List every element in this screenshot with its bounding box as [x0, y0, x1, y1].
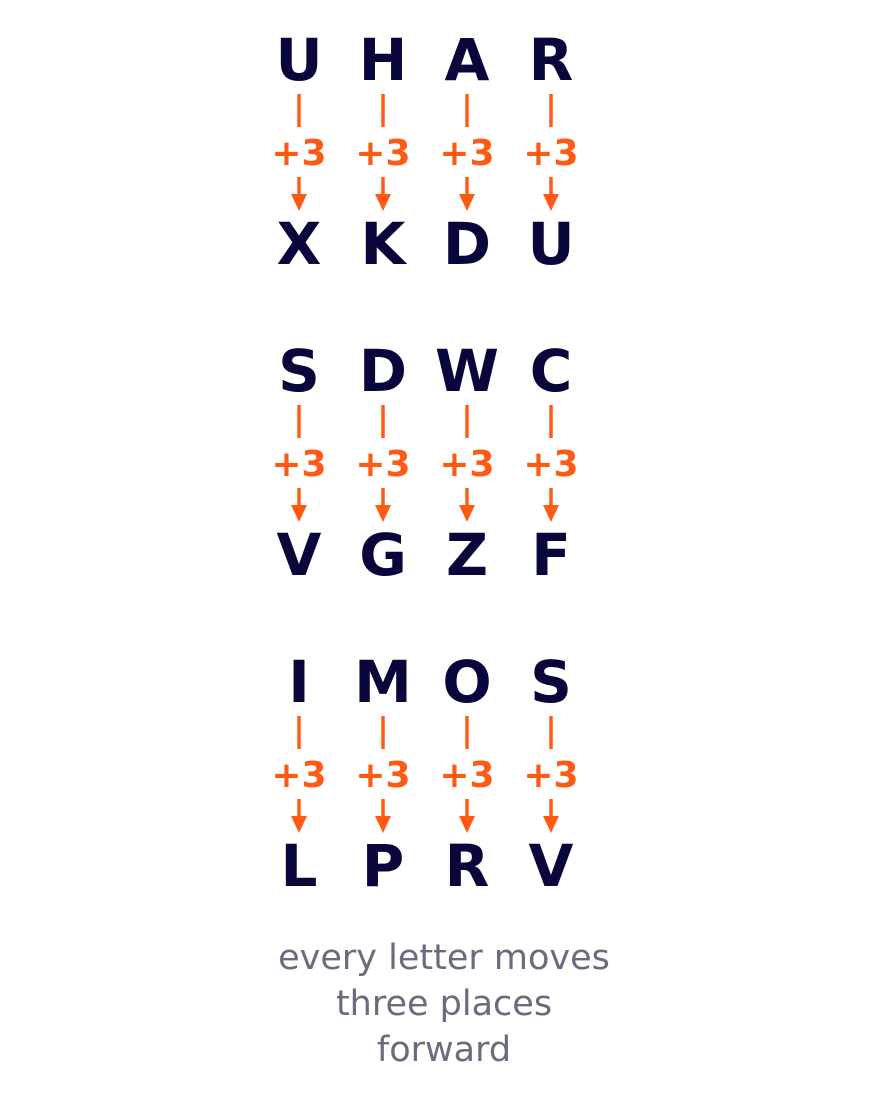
arrow-down-icon	[291, 816, 307, 833]
cipher-group-1: U+3XH+3KA+3DR+3U	[271, 26, 578, 278]
shift-label: +3	[355, 133, 410, 174]
arrow-down-icon	[375, 505, 391, 522]
plain-letter: O	[442, 648, 491, 716]
arrow-down-icon	[375, 816, 391, 833]
shift-label: +3	[439, 755, 494, 796]
arrow-down-icon	[543, 194, 559, 211]
arrow-down-icon	[375, 194, 391, 211]
cipher-letter: Z	[446, 521, 488, 589]
cipher-letter: U	[527, 210, 574, 278]
plain-letter: D	[359, 337, 407, 405]
plain-letter: M	[354, 648, 412, 716]
cipher-letter: D	[443, 210, 491, 278]
arrow-down-icon	[459, 194, 475, 211]
caption-line-2: three places	[335, 984, 553, 1024]
plain-letter: U	[275, 26, 322, 94]
cipher-group-3: I +3L M +3P O +3R S +3V	[271, 648, 578, 900]
plain-letter: R	[529, 26, 574, 94]
arrow-down-icon	[459, 816, 475, 833]
plain-letter: I	[288, 648, 310, 716]
arrow-down-icon	[291, 194, 307, 211]
shift-label: +3	[523, 133, 578, 174]
arrow-down-icon	[543, 816, 559, 833]
cipher-group-2: S +3V D +3G W +3Z C +3F	[271, 337, 578, 589]
shift-label: +3	[355, 444, 410, 485]
plain-letter: S	[530, 648, 572, 716]
shift-label: +3	[439, 133, 494, 174]
cipher-letter: F	[531, 521, 571, 589]
cipher-letter: V	[277, 521, 322, 589]
caption-line-3: forward	[376, 1030, 512, 1070]
arrow-down-icon	[543, 505, 559, 522]
plain-letter: S	[278, 337, 320, 405]
plain-letter: A	[445, 26, 490, 94]
cipher-letter: V	[529, 832, 574, 900]
arrow-down-icon	[459, 505, 475, 522]
shift-label: +3	[523, 444, 578, 485]
cipher-letter: K	[361, 210, 408, 278]
cipher-letter: G	[359, 521, 407, 589]
plain-letter: H	[359, 26, 408, 94]
shift-label: +3	[271, 444, 326, 485]
plain-letter: C	[530, 337, 573, 405]
shift-label: +3	[271, 133, 326, 174]
shift-label: +3	[355, 755, 410, 796]
cipher-letter: X	[277, 210, 322, 278]
caption: every letter moves three places forward	[0, 935, 888, 1073]
shift-label: +3	[271, 755, 326, 796]
cipher-letter: P	[362, 832, 405, 900]
shift-label: +3	[439, 444, 494, 485]
shift-label: +3	[523, 755, 578, 796]
caption-line-1: every letter moves	[278, 938, 610, 978]
cipher-letter: R	[445, 832, 490, 900]
plain-letter: W	[435, 337, 499, 405]
arrow-down-icon	[291, 505, 307, 522]
cipher-letter: L	[281, 832, 318, 900]
